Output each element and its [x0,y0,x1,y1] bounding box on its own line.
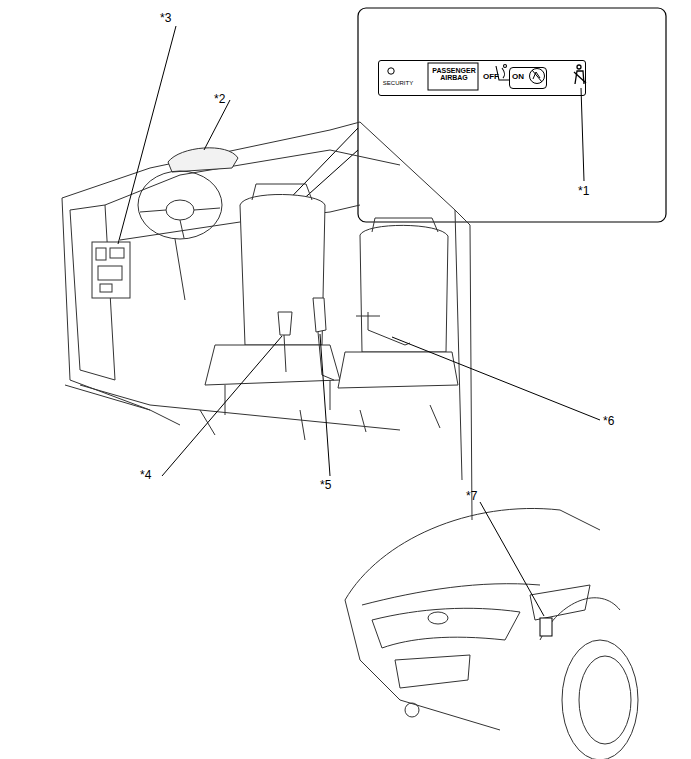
panel-text: OFF [483,73,499,81]
leader-line [118,26,176,244]
panel-text: PASSENGER AIRBAG [429,67,479,82]
indicator-button: ON [509,67,547,89]
leader-line [581,88,584,181]
leader-line [392,337,600,420]
inset-frame [358,8,666,222]
leader-line [480,502,544,616]
panel-text: SECURITY [381,80,415,86]
callout-number: *1 [578,184,589,198]
sensor-symbol [540,618,552,636]
leader-line [320,334,330,476]
indicator-panel: SECURITY PASSENGER AIRBAG OFF ON [378,60,586,96]
vehicle-interior [62,122,472,520]
leader-line [204,100,230,150]
callout-number: *4 [140,468,151,482]
callout-number: *7 [466,489,477,503]
panel-text: ON [512,73,524,81]
airbag-on-icon [530,69,545,84]
leader-line [162,336,282,476]
callout-number: *2 [214,92,225,106]
callout-number: *5 [320,478,331,492]
security-lamp [388,68,394,74]
airbag-label-frame [428,63,478,90]
callout-number: *3 [160,11,171,25]
seatbelt-warning-icon [574,65,586,84]
vehicle-front [345,508,638,759]
callout-number: *6 [603,414,614,428]
